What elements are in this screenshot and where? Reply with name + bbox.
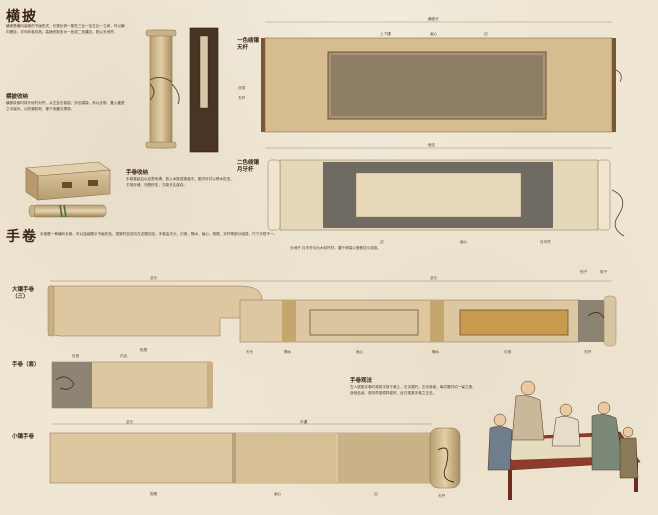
label-border-top: 边 [484, 32, 488, 36]
two-color-hanging-scroll [265, 147, 625, 237]
label-painting-core-top: 画心 [430, 32, 438, 36]
handscroll-sleeve [51, 361, 213, 409]
label-total-length-left: 总长 [150, 276, 158, 280]
handscroll-storage-title: 手卷收纳 [126, 170, 149, 176]
label-dragon-rod: 天杆 [238, 96, 246, 100]
label-separator-1: 隔水 [284, 350, 292, 354]
hanging-scroll-title: 横披 [6, 9, 38, 25]
hanging-scroll-intro: 横披是横向装裱的书画形式，长宽比例一般在三比一至五比一之间，可以横向悬挂，亦可收… [6, 24, 125, 34]
handscroll-intro: 手卷是一种横向长卷，可以连续展示书画作品，观赏时自右向左边展边收。手卷由天头、引… [40, 232, 278, 236]
label-handscroll-rolled: 手卷（套） [12, 362, 40, 368]
label-head-big: 天头 [246, 350, 254, 354]
label-two-color-hanging: 二色绫镶月牙杆 [237, 160, 260, 173]
small-handscroll [49, 423, 461, 489]
label-total-length-small: 总长 [126, 420, 134, 424]
label-strap: 带子 [600, 270, 608, 274]
big-handscroll [47, 280, 617, 347]
label-core-big: 画心 [356, 350, 364, 354]
label-outer: 外镶 [300, 420, 308, 424]
label-painting-core-bottom: 画心 [460, 240, 468, 244]
label-tail-small: 拖尾 [150, 492, 158, 496]
label-inner-border: 内边 [120, 354, 128, 358]
label-separator-2: 隔水 [432, 350, 440, 354]
label-rod-big: 天杆 [584, 350, 592, 354]
label-title-piece: 引首 [504, 350, 512, 354]
one-color-hanging-scroll [261, 21, 622, 133]
closed-hanging-scroll [189, 27, 219, 153]
label-big-handscroll: 大镶手卷（三） [12, 287, 35, 300]
label-edge-small: 边 [374, 492, 378, 496]
handscroll-title: 手卷 [6, 229, 38, 245]
label-core-small: 画心 [274, 492, 282, 496]
storage-box [25, 161, 111, 201]
label-silk-border: 绫边 [428, 143, 436, 147]
label-total-length-right: 总长 [430, 276, 438, 280]
hanging-scroll-storage-text: 横披收卷时将天地杆对齐，从左至右卷起，外包锦袋，系以丝带，置入囊匣之中保存，以防… [6, 101, 125, 111]
label-one-color-hanging: 一色绫镶天杆 [237, 38, 260, 51]
label-rope: 丝带 [238, 86, 246, 90]
rolled-handscroll [28, 204, 107, 218]
label-pin: 别子 [580, 270, 588, 274]
label-small-handscroll: 小镶手卷 [12, 434, 35, 440]
viewing-title: 手卷观法 [350, 378, 373, 384]
viewing-text: 古人观赏手卷时将其平放于案上，右手展开，左手收卷，每次展开约一臂之宽，逐段品读，… [350, 385, 476, 395]
handscroll-storage-text: 手卷卷起后以丝带系缚，放入木匣或锦盒中，匣内可衬以樟木防虫，平放存储，勿受挤压，… [126, 177, 234, 187]
label-rod-note: 天地杆 月牙杆均为木制杆材，镶于两端以便悬挂与收卷。 [290, 246, 381, 250]
label-border-bottom: 边 [380, 240, 384, 244]
label-rod-small: 天杆 [438, 494, 446, 498]
label-top-mount: 上下镶 [380, 32, 391, 36]
label-tail-big: 拖尾 [140, 348, 148, 352]
hanging-scroll-storage-title: 横披收纳 [6, 94, 29, 100]
viewing-scene-illustration [487, 380, 641, 500]
label-sleeve: 包首 [72, 354, 80, 358]
rolled-hanging-scroll [145, 29, 180, 149]
label-moon-rod: 月牙杆 [540, 240, 551, 244]
label-scroll-width: 横披长 [428, 17, 439, 21]
